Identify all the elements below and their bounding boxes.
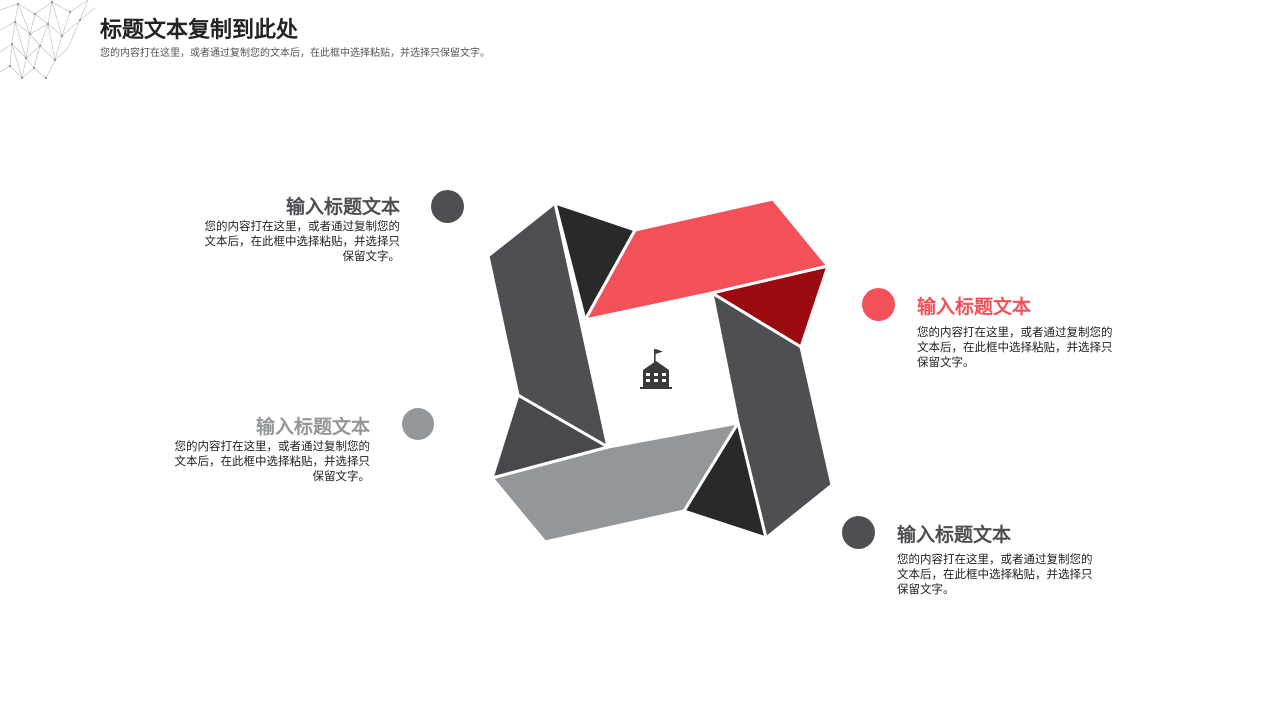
item-2-marker	[862, 288, 895, 321]
item-3-description: 您的内容打在这里，或者通过复制您的文本后，在此框中选择粘贴，并选择只保留文字。	[174, 439, 371, 483]
page-title: 标题文本复制到此处	[100, 18, 299, 43]
item-4-description: 您的内容打在这里，或者通过复制您的文本后，在此框中选择粘贴，并选择只保留文字。	[897, 552, 1093, 596]
item-2-description: 您的内容打在这里，或者通过复制您的文本后，在此框中选择粘贴，并选择只保留文字。	[917, 325, 1113, 369]
item-1-title: 输入标题文本	[285, 196, 400, 218]
page-subtitle: 您的内容打在这里，或者通过复制您的文本后，在此框中选择粘贴，并选择只保留文字。	[100, 48, 490, 59]
item-4-title: 输入标题文本	[897, 524, 1012, 546]
item-3-marker	[402, 408, 434, 440]
segment-bottom-light-gray	[490, 421, 740, 544]
item-1-description: 您的内容打在这里，或者通过复制您的文本后，在此框中选择粘贴，并选择只保留文字。	[204, 219, 401, 263]
item-2-title: 输入标题文本	[917, 296, 1032, 318]
segment-right-gray	[710, 291, 834, 540]
item-4-marker	[842, 516, 875, 549]
item-3-title: 输入标题文本	[255, 416, 370, 438]
network-pattern-decoration	[0, 0, 96, 80]
item-1-marker	[431, 190, 464, 223]
segment-top-dark-triangle	[553, 201, 637, 322]
segment-left-gray	[486, 201, 610, 449]
building-icon	[640, 349, 672, 389]
